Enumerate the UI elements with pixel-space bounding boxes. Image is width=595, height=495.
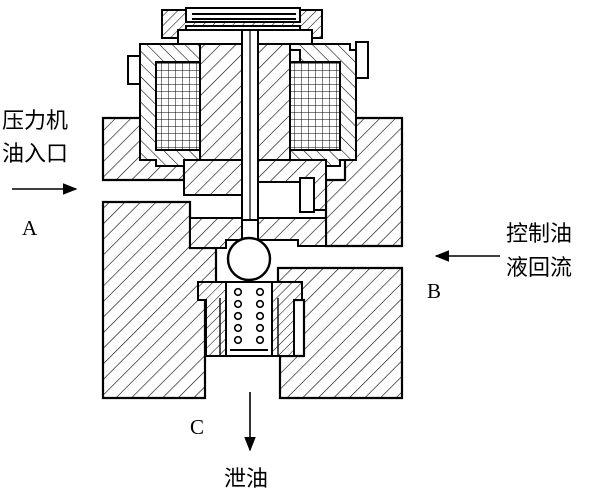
solenoid-coil	[127, 7, 369, 221]
label-port-b: B	[427, 279, 441, 303]
pole-piece	[199, 43, 243, 161]
spring	[230, 287, 268, 351]
connector-right	[355, 41, 369, 79]
label-port-a: A	[22, 216, 38, 240]
label-port-c: C	[190, 415, 204, 439]
label-control-line2: 液回流	[506, 256, 572, 281]
coil-winding-right	[289, 61, 341, 151]
coil-winding-left	[155, 61, 201, 151]
valve-body	[101, 116, 404, 400]
label-inlet-line2: 油入口	[2, 142, 68, 167]
armature	[183, 159, 243, 196]
label-drain: 泄油	[224, 467, 268, 492]
connector-left	[127, 55, 141, 85]
label-control-line1: 控制油	[506, 222, 572, 247]
spring-housing	[197, 281, 303, 357]
check-ball	[226, 236, 272, 282]
label-inlet-line1: 压力机	[2, 109, 68, 134]
